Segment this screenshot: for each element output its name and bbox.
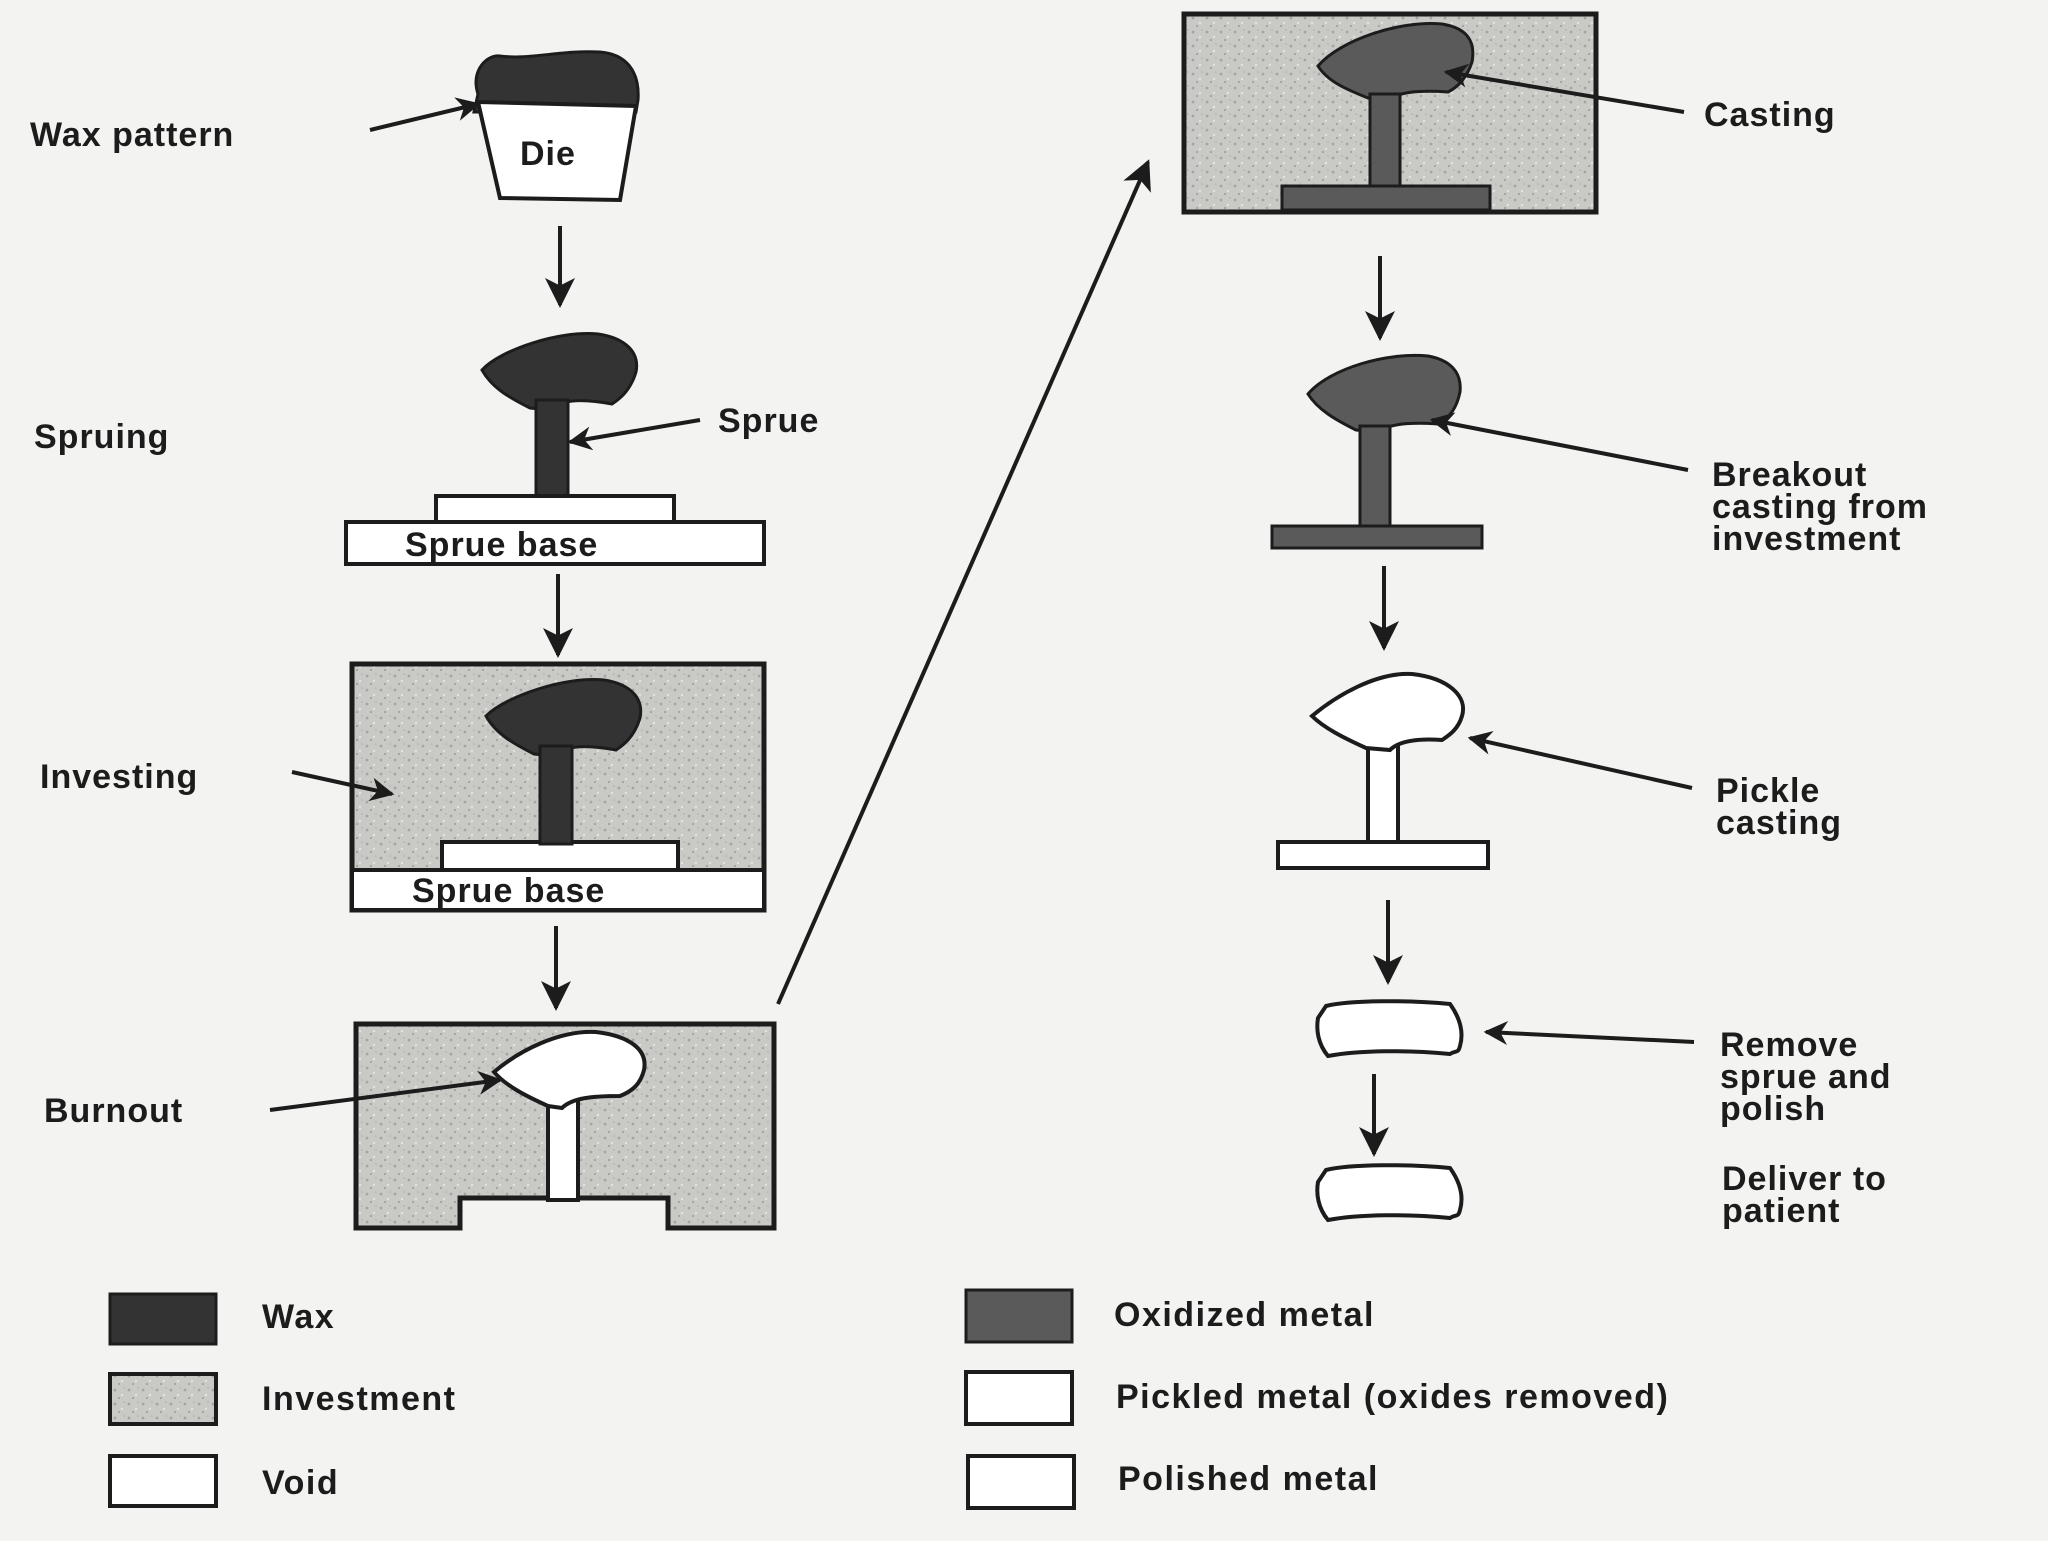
- pickle-button: [1276, 840, 1490, 870]
- sprue-base-1: [344, 520, 766, 566]
- pickle-crown: [1309, 671, 1466, 753]
- sprue-pointer: [567, 418, 701, 451]
- legend-swatch-oxidized: [964, 1288, 1074, 1344]
- burnout-crown-void: [491, 1029, 647, 1111]
- stage-spruing: Sprue base Spruing Sprue: [34, 331, 819, 566]
- breakout-label-line-1: Breakout: [1712, 456, 1867, 494]
- investing-label: Investing: [40, 758, 198, 796]
- casting-label: Casting: [1704, 96, 1836, 134]
- breakout-label-line-3: investment: [1712, 520, 1902, 558]
- stage-breakout: Breakout casting from investment: [1270, 353, 1928, 558]
- spruing-wax-crown: [480, 331, 639, 412]
- casting-button: [1280, 184, 1492, 212]
- sprue-base-2: [350, 868, 766, 912]
- remove-label-line-1: Remove: [1720, 1026, 1858, 1064]
- die-label: Die: [520, 135, 576, 173]
- die-shape: [475, 99, 639, 203]
- casting-pointer: [1443, 63, 1685, 114]
- legend-label-polished: Polished metal: [1118, 1460, 1379, 1498]
- legend-label-oxidized: Oxidized metal: [1114, 1296, 1375, 1334]
- pickle-pointer: [1467, 731, 1693, 790]
- spruing-sprue-rod: [534, 398, 570, 500]
- breakout-pointer: [1429, 412, 1689, 472]
- stage-investing: Sprue base Investing: [40, 661, 767, 913]
- deliver-label-line-1: Deliver to: [1722, 1160, 1887, 1198]
- breakout-sprue: [1358, 424, 1392, 530]
- legend-label-pickled: Pickled metal (oxides removed): [1116, 1378, 1669, 1416]
- investing-pointer: [291, 770, 395, 802]
- legend-swatch-polished: [966, 1454, 1076, 1510]
- legend-label-investment: Investment: [262, 1380, 457, 1418]
- legend-label-wax: Wax: [262, 1298, 335, 1336]
- stage-wax-pattern: Die Wax pattern: [30, 50, 640, 203]
- pickle-label-line-1: Pickle: [1716, 772, 1820, 810]
- investing-sprue-rod: [538, 744, 574, 846]
- spruing-label: Spruing: [34, 418, 169, 456]
- stage-pickle: Pickle casting: [1276, 671, 1842, 870]
- sprue-base-2-label: Sprue base: [412, 872, 605, 910]
- investing-base-step: [440, 840, 680, 874]
- stage-burnout: Burnout: [44, 1021, 777, 1231]
- casting-sprue: [1368, 92, 1402, 190]
- deliver-label-line-2: patient: [1722, 1192, 1840, 1230]
- breakout-crown: [1306, 353, 1462, 434]
- legend-swatch-wax: [108, 1292, 218, 1346]
- stage-casting: Casting: [1181, 11, 1836, 215]
- wax-pattern-shape: [472, 50, 640, 114]
- investing-wax-crown: [484, 677, 643, 758]
- sprue-label: Sprue: [718, 402, 819, 440]
- legend-label-void: Void: [262, 1464, 339, 1502]
- legend-swatch-investment: [108, 1372, 218, 1426]
- flow-arrow-diagonal: [776, 159, 1151, 1005]
- pickle-sprue: [1366, 736, 1400, 846]
- stage-remove-sprue: Remove sprue and polish: [1315, 999, 1891, 1128]
- burnout-pointer: [269, 1070, 503, 1112]
- polished-crown-1: [1315, 999, 1464, 1059]
- remove-label-line-2: sprue and: [1720, 1058, 1891, 1096]
- wax-pattern-label: Wax pattern: [30, 116, 234, 154]
- remove-label-line-3: polish: [1720, 1090, 1826, 1128]
- pickle-label-line-2: casting: [1716, 804, 1842, 842]
- burnout-label: Burnout: [44, 1092, 183, 1130]
- legend-swatch-void: [108, 1454, 218, 1508]
- stage-deliver: Deliver to patient: [1315, 1160, 1887, 1230]
- wax-pattern-pointer: [369, 97, 481, 132]
- breakout-label-line-2: casting from: [1712, 488, 1928, 526]
- burnout-sprue-channel: [546, 1092, 580, 1202]
- polished-crown-2: [1315, 1163, 1464, 1223]
- legend-swatch-pickled: [964, 1370, 1074, 1426]
- breakout-button: [1270, 524, 1484, 550]
- legend: Wax Investment Void Oxidized metal Pickl…: [108, 1288, 1669, 1510]
- sprue-base-1-label: Sprue base: [405, 526, 598, 564]
- spruing-base-step: [434, 494, 676, 526]
- remove-pointer: [1483, 1021, 1695, 1046]
